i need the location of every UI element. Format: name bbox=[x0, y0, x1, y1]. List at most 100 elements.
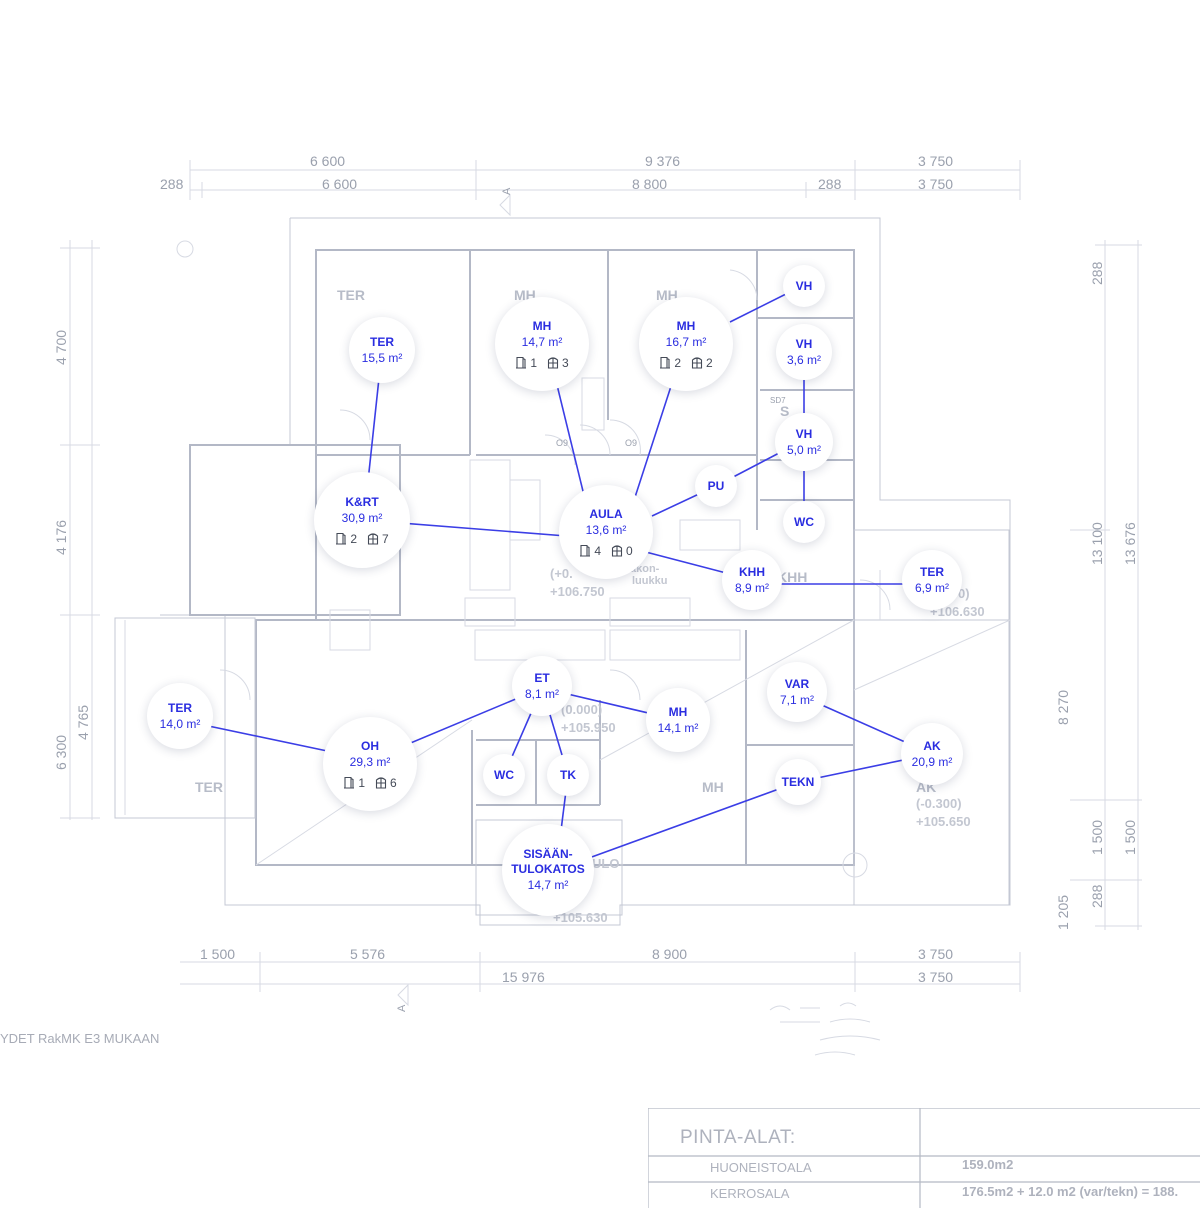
room-name: K&RT bbox=[345, 494, 379, 509]
room-oh[interactable]: OH 29,3 m² 1 6 bbox=[323, 717, 417, 811]
door-count-value: 4 bbox=[594, 543, 601, 558]
room-ter-1[interactable]: TER 15,5 m² bbox=[349, 317, 415, 383]
room-aula[interactable]: AULA 13,6 m² 4 0 bbox=[559, 485, 653, 579]
dim-right-2: 13 100 bbox=[1089, 522, 1105, 565]
door-icon bbox=[336, 532, 347, 545]
terraces bbox=[114, 529, 1010, 906]
plan-room-labels: TER MH MH TER MH KHH S AK (-0.300) +105.… bbox=[195, 287, 985, 925]
room-vh-2[interactable]: VH 3,6 m² bbox=[776, 324, 832, 380]
room-name: VH bbox=[795, 278, 813, 293]
door-icon bbox=[516, 356, 527, 369]
room-area: 8,1 m² bbox=[524, 686, 559, 701]
plan-label-ak-level: (-0.300) bbox=[916, 796, 962, 811]
room-area: 20,9 m² bbox=[911, 754, 953, 769]
room-vh-3[interactable]: VH 5,0 m² bbox=[775, 413, 833, 471]
room-mh-3[interactable]: MH 14,1 m² bbox=[646, 688, 710, 752]
door-count: 2 bbox=[335, 532, 357, 546]
room-name: TK bbox=[560, 767, 576, 782]
room-tekn[interactable]: TEKN bbox=[775, 759, 821, 805]
room-pu[interactable]: PU bbox=[695, 465, 737, 507]
regulation-note: YDET RakMK E3 MUKAAN bbox=[0, 1031, 160, 1046]
door-count: 2 bbox=[659, 356, 681, 370]
plan-label-entry-elev: +105.630 bbox=[553, 910, 608, 925]
plan-label-mh-bottom: MH bbox=[702, 779, 724, 795]
area-table-row1-label: HUONEISTOALA bbox=[710, 1160, 812, 1175]
dim-top-3: 3 750 bbox=[918, 153, 953, 169]
room-counts: 4 0 bbox=[579, 543, 633, 558]
top-dimension-lines: 6 600 9 376 3 750 288 6 600 8 800 288 3 … bbox=[160, 153, 1021, 200]
room-name: TEKN bbox=[781, 774, 815, 789]
dim-top-4: 288 bbox=[160, 176, 184, 192]
room-mh-2[interactable]: MH 16,7 m² 2 2 bbox=[639, 297, 733, 391]
room-area: 6,9 m² bbox=[914, 580, 949, 595]
window-count-value: 0 bbox=[626, 543, 633, 558]
room-name: WC bbox=[494, 767, 514, 782]
room-area: 14,0 m² bbox=[159, 716, 201, 731]
plan-label-entry: ULO- bbox=[592, 856, 624, 871]
plan-label-ter-bottom: TER bbox=[195, 779, 223, 795]
room-area: 3,6 m² bbox=[786, 352, 821, 367]
door-count-value: 2 bbox=[674, 355, 681, 370]
dim-top-6: 8 800 bbox=[632, 176, 667, 192]
area-table-row2-value: 176.5m2 + 12.0 m2 (var/tekn) = 188. bbox=[962, 1184, 1179, 1199]
room-mh-1[interactable]: MH 14,7 m² 1 3 bbox=[495, 297, 589, 391]
room-wc-2[interactable]: WC bbox=[483, 754, 525, 796]
window-count-value: 6 bbox=[390, 775, 397, 790]
room-et[interactable]: ET 8,1 m² bbox=[512, 656, 572, 716]
dim-right-6: 1 500 bbox=[1122, 820, 1138, 855]
right-dimension-lines: 288 13 100 13 676 8 270 1 500 1 500 1 20… bbox=[1055, 240, 1142, 930]
dim-right-8: 288 bbox=[1089, 884, 1105, 908]
room-name: MH bbox=[532, 318, 552, 333]
room-name: ET bbox=[534, 670, 550, 685]
room-name: KHH bbox=[739, 564, 765, 579]
room-wc-1[interactable]: WC bbox=[783, 501, 825, 543]
window-icon bbox=[611, 545, 623, 557]
room-name: SISÄÄN- TULOKATOS bbox=[511, 847, 585, 876]
room-area: 5,0 m² bbox=[786, 442, 821, 457]
dim-left-2: 4 176 bbox=[53, 520, 69, 555]
window-count: 2 bbox=[691, 356, 713, 370]
window-icon bbox=[547, 357, 559, 369]
room-khh[interactable]: KHH 8,9 m² bbox=[722, 550, 782, 610]
room-area: 16,7 m² bbox=[665, 334, 707, 349]
room-sisaantulokatos[interactable]: SISÄÄN- TULOKATOS 14,7 m² bbox=[502, 824, 594, 916]
room-krt[interactable]: K&RT 30,9 m² 2 7 bbox=[314, 472, 410, 568]
plan-label-ter-elev: +106.630 bbox=[930, 604, 985, 619]
plan-label-khh: KHH bbox=[777, 569, 807, 585]
door-count-value: 2 bbox=[350, 531, 357, 546]
room-var[interactable]: VAR 7,1 m² bbox=[767, 662, 827, 722]
dim-left-4: 6 300 bbox=[53, 735, 69, 770]
section-mark-top: A bbox=[501, 187, 513, 195]
room-name: AK bbox=[923, 738, 941, 753]
dim-top-2: 9 376 bbox=[645, 153, 680, 169]
room-ter-2[interactable]: TER 6,9 m² bbox=[902, 550, 962, 610]
room-name: WC bbox=[794, 514, 814, 529]
plan-label-o9a: O9 bbox=[556, 438, 568, 448]
window-count-value: 3 bbox=[562, 355, 569, 370]
room-vh-1[interactable]: VH bbox=[783, 265, 825, 307]
room-ak[interactable]: AK 20,9 m² bbox=[901, 723, 963, 785]
window-count-value: 7 bbox=[382, 531, 389, 546]
window-count: 0 bbox=[611, 544, 633, 558]
area-table-title: PINTA-ALAT: bbox=[680, 1127, 796, 1148]
section-mark-bottom: A bbox=[396, 1004, 408, 1012]
room-area: 8,9 m² bbox=[734, 580, 769, 595]
door-count-value: 1 bbox=[358, 775, 365, 790]
room-tk[interactable]: TK bbox=[547, 754, 589, 796]
door-icon bbox=[344, 776, 355, 789]
handwritten-notes bbox=[769, 1002, 881, 1056]
area-table-frame bbox=[648, 1108, 1200, 1208]
room-area: 14,7 m² bbox=[521, 334, 563, 349]
door-count-value: 1 bbox=[530, 355, 537, 370]
kitchen-furniture bbox=[176, 240, 868, 878]
window-icon bbox=[375, 777, 387, 789]
dim-top-5: 6 600 bbox=[322, 176, 357, 192]
dim-right-7: 1 205 bbox=[1055, 895, 1071, 930]
plan-label-sd7: SD7 bbox=[770, 396, 786, 405]
door-count: 1 bbox=[515, 356, 537, 370]
left-dimension-lines: 4 700 4 176 4 765 6 300 bbox=[53, 240, 100, 820]
room-ter-3[interactable]: TER 14,0 m² bbox=[147, 683, 213, 749]
plan-label-s: S bbox=[780, 403, 789, 419]
window-icon bbox=[367, 533, 379, 545]
plan-label-aula-elev: +106.750 bbox=[550, 584, 605, 599]
